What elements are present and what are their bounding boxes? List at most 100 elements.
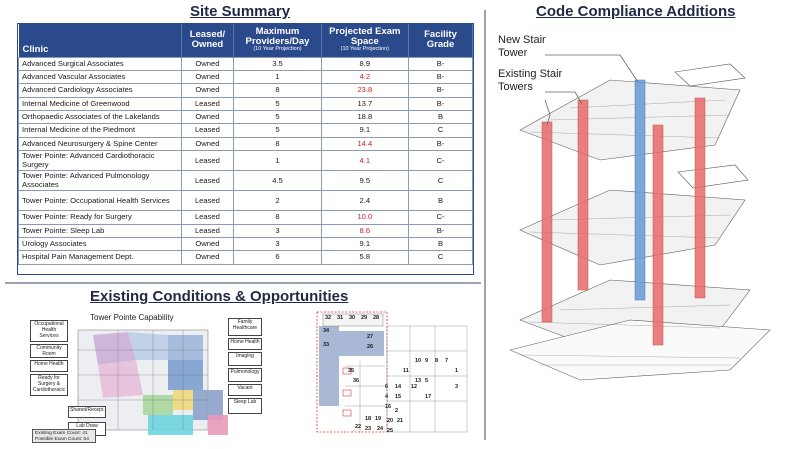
cell-providers: 6	[233, 250, 322, 265]
cell-exam: 4.1	[320, 150, 410, 172]
cell-clinic: Advanced Vascular Associates	[18, 69, 182, 85]
exam-count-box: Existing Exam Count: 41 Possible Exam Co…	[32, 429, 96, 443]
cell-exam: 23.8	[320, 83, 410, 98]
plan-label-left: Shared/Recept.	[68, 406, 106, 418]
existing-conditions-title: Existing Conditions & Opportunities	[90, 288, 349, 305]
existing-stair-leader-b	[544, 99, 551, 126]
plan-label-right: Family Healthcare	[228, 318, 262, 336]
cell-exam: 9.5	[320, 170, 410, 192]
room-number: 35	[348, 368, 355, 374]
room-number: 14	[395, 384, 402, 390]
room-number: 5	[425, 378, 429, 384]
cell-providers: 1	[233, 150, 322, 172]
cell-exam: 2.4	[320, 190, 410, 212]
cell-owned: Leased	[180, 223, 235, 239]
room-number: 8	[435, 358, 439, 364]
cell-clinic: Internal Medicine of the Piedmont	[18, 123, 182, 138]
code-compliance-title: Code Compliance Additions	[536, 3, 736, 20]
header-exam-sub: (10 Year Projection)	[340, 46, 389, 53]
room-number: 6	[385, 384, 389, 390]
cell-grade: B-	[408, 96, 473, 112]
cell-exam: 18.8	[320, 110, 410, 125]
cell-grade: B	[408, 190, 473, 212]
new-stair-tower	[634, 79, 646, 301]
cell-exam: 8.9	[320, 56, 410, 71]
exam-count-possible: Possible Exam Count: 64	[35, 436, 89, 442]
header-clinic: Clinic	[18, 24, 182, 57]
zone-shared	[208, 415, 228, 435]
cell-clinic: Tower Pointe: Sleep Lab	[18, 223, 182, 239]
room-number: 16	[385, 404, 392, 410]
cell-exam: 9.1	[320, 123, 410, 138]
cell-clinic: Tower Pointe: Advanced Pulmonology Assoc…	[18, 170, 182, 192]
cell-grade: B	[408, 237, 473, 252]
cell-exam: 4.2	[320, 69, 410, 85]
room-number: 18	[365, 416, 372, 422]
existing-stair-tower-2	[577, 99, 589, 291]
cell-owned: Leased	[180, 96, 235, 112]
roof-sheet-upper	[674, 63, 746, 87]
room-number: 1	[455, 368, 459, 374]
cell-exam: 8.6	[320, 223, 410, 239]
zone-imaging	[168, 335, 203, 360]
room-number: 12	[411, 384, 418, 390]
zone-community	[128, 332, 168, 360]
cell-exam: 9.1	[320, 237, 410, 252]
zone-green	[143, 395, 173, 415]
cell-grade: B-	[408, 136, 473, 152]
header-owned: Leased/ Owned	[181, 24, 235, 57]
plan-label-left: Home Health	[30, 360, 68, 372]
cell-providers: 3.5	[233, 56, 322, 71]
room-number: 29	[361, 315, 368, 321]
table-frame	[17, 23, 474, 275]
cell-owned: Owned	[180, 237, 235, 252]
header-grade: Facility Grade	[408, 24, 473, 57]
room-number: 7	[445, 358, 449, 364]
room-number: 11	[403, 368, 409, 374]
cell-clinic: Orthopaedic Associates of the Lakelands	[18, 110, 182, 125]
room-number: 26	[367, 344, 374, 350]
cell-providers: 3	[233, 223, 322, 239]
zone-occupational	[93, 332, 136, 365]
cell-owned: Owned	[180, 110, 235, 125]
cell-owned: Leased	[180, 170, 235, 192]
room-number: 30	[349, 315, 356, 321]
new-stair-tower-label: New Stair Tower	[498, 34, 546, 59]
room-number: 20	[387, 418, 394, 424]
cell-clinic: Tower Pointe: Ready for Surgery	[18, 210, 182, 225]
plan-label-right: Vacant	[228, 384, 262, 396]
cell-owned: Owned	[180, 69, 235, 85]
existing-stair-tower-left	[541, 121, 553, 323]
cell-grade: B-	[408, 69, 473, 85]
numbered-plan-drawing	[316, 311, 468, 433]
cell-clinic: Advanced Cardiology Associates	[18, 83, 182, 98]
zone-ready-surgery	[98, 360, 143, 398]
room-number: 3	[455, 384, 459, 390]
existing-stair-tower-right	[694, 97, 706, 299]
cell-exam: 10.0	[320, 210, 410, 225]
room-number: 27	[367, 334, 374, 340]
floor-plan-drawing	[77, 329, 228, 435]
cell-providers: 5	[233, 123, 322, 138]
cell-grade: B	[408, 110, 473, 125]
cell-exam: 5.8	[320, 250, 410, 265]
cell-owned: Leased	[180, 190, 235, 212]
cell-owned: Leased	[180, 150, 235, 172]
room-number: 22	[355, 424, 362, 430]
plan-label-right: Home Health	[228, 338, 262, 350]
cell-clinic: Tower Pointe: Advanced Cardiothoracic Su…	[18, 150, 182, 172]
code-compliance-figure: New Stair Tower Existing Stair Towers	[490, 20, 795, 445]
room-number: 17	[425, 394, 432, 400]
cell-providers: 8	[233, 136, 322, 152]
horizontal-divider	[5, 282, 481, 284]
site-summary-title: Site Summary	[190, 3, 291, 20]
cell-owned: Owned	[180, 250, 235, 265]
